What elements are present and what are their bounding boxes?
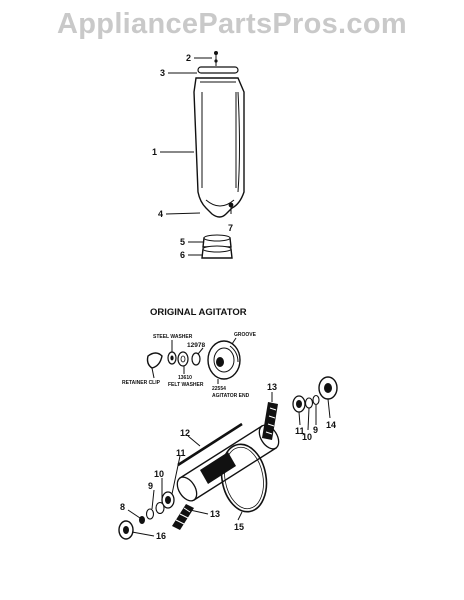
part-16-end-cap [118, 520, 134, 540]
part-6-collar [201, 245, 233, 259]
detail-leader-lines [151, 337, 237, 384]
part-10-washer-right [304, 397, 314, 409]
label-agitator-end: AGITATOR END [212, 393, 250, 399]
label-retainer-clip: RETAINER CLIP [122, 380, 161, 386]
label-part-13610: 13610 [178, 375, 192, 381]
callout-10-right: 10 [302, 432, 312, 442]
part-12-rod [177, 422, 243, 467]
part-5-collar [202, 234, 232, 248]
section-title: ORIGINAL AGITATOR [150, 307, 247, 318]
callout-3: 3 [160, 68, 165, 78]
upper-leader-lines [160, 57, 212, 256]
part-11-bearing-left [161, 491, 175, 509]
callout-2: 2 [186, 53, 191, 63]
steel-washer-part [167, 351, 177, 365]
callout-10-left: 10 [154, 469, 164, 479]
part-2-clip [214, 51, 218, 66]
part-11-bearing-right [292, 395, 306, 413]
callout-8: 8 [120, 502, 125, 512]
callout-9-left: 9 [148, 481, 153, 491]
part-1-bag [193, 77, 245, 218]
retainer-clip-part [146, 352, 163, 369]
callout-1: 1 [152, 147, 157, 157]
callout-9-right: 9 [313, 425, 318, 435]
callout-11-right: 11 [295, 426, 305, 436]
part-14-end-cap [318, 376, 338, 400]
callout-11-left: 11 [176, 448, 186, 458]
callout-4: 4 [158, 209, 163, 219]
callout-13-left: 13 [210, 509, 220, 519]
part-10-washer-left [155, 501, 165, 515]
part-13-brush-left [172, 504, 194, 530]
callout-7: 7 [228, 223, 233, 233]
part-9-washer-left [145, 508, 155, 520]
label-groove: GROOVE [234, 332, 257, 338]
callout-5: 5 [180, 237, 185, 247]
callout-6: 6 [180, 250, 185, 260]
watermark: AppliancePartsPros.com [57, 8, 407, 40]
callout-15: 15 [234, 522, 244, 532]
label-part-12978: 12978 [187, 342, 205, 349]
part-9-washer-right [312, 394, 320, 406]
part-8-washer [139, 516, 145, 524]
lower-leader-lines [127, 392, 331, 537]
callout-13-right: 13 [267, 382, 277, 392]
callout-12: 12 [180, 428, 190, 438]
part-13-brush-right [262, 402, 278, 440]
part-15-belt [220, 443, 268, 513]
callout-16: 16 [156, 531, 166, 541]
part-3-top-bar [197, 66, 239, 74]
part-7-pin [228, 202, 234, 214]
label-part-22554: 22554 [212, 386, 226, 392]
small-washer-part [191, 352, 201, 366]
label-felt-washer: FELT WASHER [168, 382, 204, 388]
agitator-end-part [207, 340, 241, 380]
label-steel-washer: STEEL WASHER [153, 334, 193, 340]
callout-14: 14 [326, 420, 336, 430]
felt-washer-part [177, 351, 189, 367]
